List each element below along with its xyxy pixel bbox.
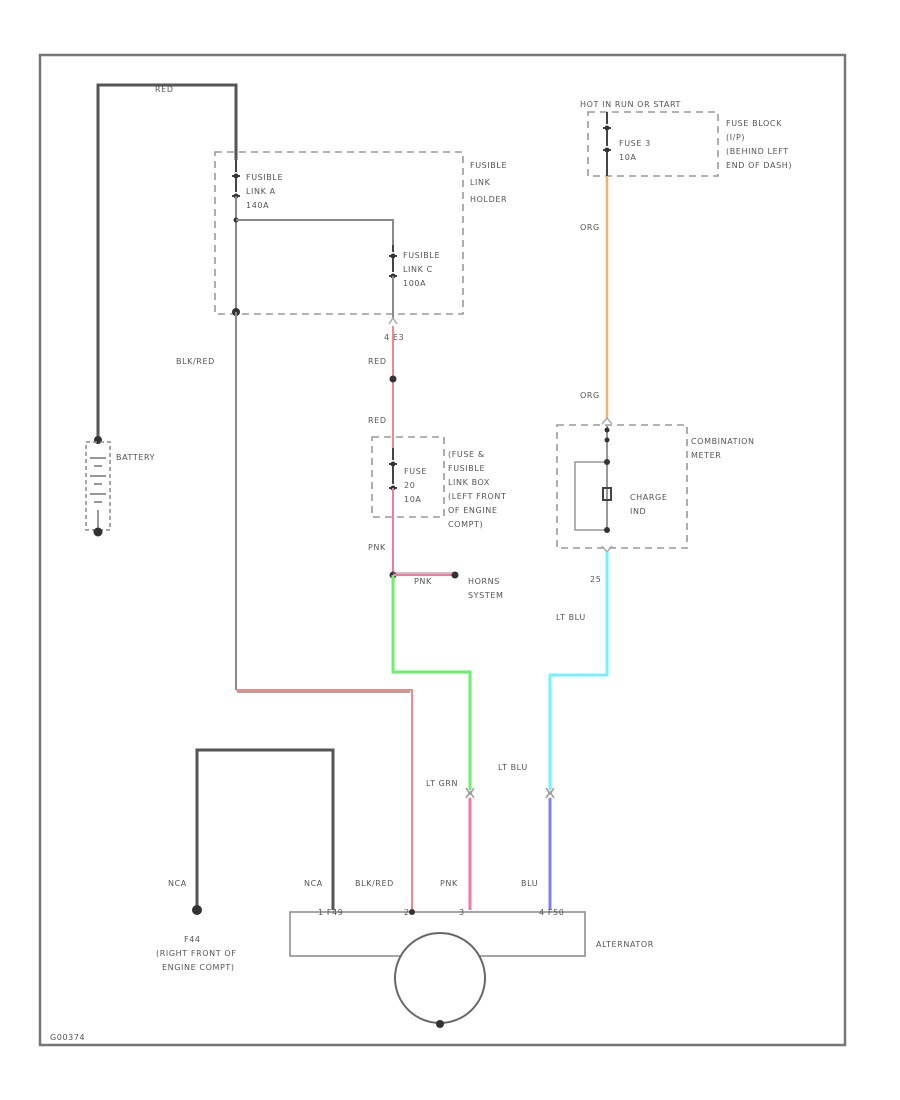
hot-in-run-label: HOT IN RUN OR START [580,100,681,109]
svg-text:10A: 10A [404,495,421,504]
charge-indicator-icon [602,487,612,501]
pnk-bottom-label: PNK [440,879,458,888]
svg-text:HORNS: HORNS [468,577,500,586]
battery-label: BATTERY [116,453,155,462]
fusible-link-holder-label: FUSIBLE LINK HOLDER [470,161,507,204]
fuse-3-label: FUSE 3 10A [619,139,651,162]
alternator-label: ALTERNATOR [596,940,654,949]
svg-text:(FUSE &: (FUSE & [448,450,485,459]
svg-text:SYSTEM: SYSTEM [468,591,504,600]
combination-meter-box [556,424,688,549]
svg-text:20: 20 [404,481,415,490]
connector-e3-label: 4 E3 [384,333,404,342]
svg-text:FUSE BLOCK: FUSE BLOCK [726,119,782,128]
svg-text:END OF DASH): END OF DASH) [726,161,792,170]
diagram-id: G00374 [50,1033,85,1042]
fuse-20-symbol [389,448,397,489]
fuse-3-symbol [603,112,611,176]
fusible-link-holder-box [214,151,464,315]
blu-label: BLU [521,879,538,888]
svg-text:CHARGE: CHARGE [630,493,668,502]
pnk-horiz-label: PNK [414,577,432,586]
svg-text:FUSIBLE: FUSIBLE [470,161,507,170]
red-label-2: RED [368,416,387,425]
fusible-link-a-label: FUSIBLE LINK A 140A [246,173,283,210]
connector-25-label: 25 [590,575,601,584]
fuse-box-description: (FUSE & FUSIBLE LINK BOX (LEFT FRONT OF … [448,450,506,529]
red-top-label: RED [155,85,174,94]
fusible-link-c-label: FUSIBLE LINK C 100A [403,251,440,288]
pin-4-label: 4 F50 [539,908,564,917]
pin-1-label: 1 F49 [318,908,343,917]
svg-text:HOLDER: HOLDER [470,195,507,204]
battery-positive-wire [96,83,238,440]
alternator-ground-dot [436,1020,444,1028]
svg-text:10A: 10A [619,153,636,162]
org-label-2: ORG [580,391,600,400]
org-label-1: ORG [580,223,600,232]
lt-blu-label-2: LT BLU [498,763,528,772]
link-a-to-link-c-wire [236,219,394,245]
svg-text:COMBINATION: COMBINATION [691,437,755,446]
nca-wire [195,748,335,910]
lt-grn-label: LT GRN [426,779,458,788]
lt-grn-wire [391,575,472,790]
charge-indicator-circuit [574,461,607,531]
nca-label-2: NCA [304,879,323,888]
svg-text:(RIGHT FRONT OF: (RIGHT FRONT OF [156,949,236,958]
svg-text:LINK C: LINK C [403,265,433,274]
blk-red-bottom-label: BLK/RED [355,879,394,888]
svg-text:COMPT): COMPT) [448,520,483,529]
fuse-link-box [371,436,445,518]
fuse-block-box [587,111,719,177]
ground-f44-dot [192,905,202,915]
svg-text:FUSIBLE: FUSIBLE [246,173,283,182]
red-label-1: RED [368,357,387,366]
svg-text:LINK A: LINK A [246,187,276,196]
lt-blu-wire [548,552,609,790]
svg-text:F44: F44 [184,935,201,944]
svg-text:FUSE: FUSE [404,467,427,476]
alternator-symbol [394,932,486,1024]
svg-text:FUSIBLE: FUSIBLE [448,464,485,473]
svg-text:ENGINE COMPT): ENGINE COMPT) [162,963,235,972]
svg-text:LINK BOX: LINK BOX [448,478,490,487]
diagram-border [38,53,847,1047]
svg-text:FUSIBLE: FUSIBLE [403,251,440,260]
battery-symbol [85,436,111,537]
svg-text:(I/P): (I/P) [726,133,745,142]
svg-text:OF ENGINE: OF ENGINE [448,506,497,515]
fuse-block-label: FUSE BLOCK (I/P) (BEHIND LEFT END OF DAS… [726,119,792,170]
f44-label: F44 (RIGHT FRONT OF ENGINE COMPT) [156,935,236,972]
svg-text:(LEFT FRONT: (LEFT FRONT [448,492,506,501]
svg-text:IND: IND [630,507,646,516]
svg-text:METER: METER [691,451,721,460]
pin-2-label: 2 [404,908,410,917]
fuse-20-label: FUSE 20 10A [404,467,427,504]
svg-text:LINK: LINK [470,178,491,187]
lt-blu-label-1: LT BLU [556,613,586,622]
horns-system-label: HORNS SYSTEM [468,577,504,600]
combination-meter-label: COMBINATION METER [691,437,755,460]
pnk-vertical-label: PNK [368,543,386,552]
svg-text:100A: 100A [403,279,426,288]
blk-red-wire-red-segment [236,689,413,910]
nca-label-1: NCA [168,879,187,888]
svg-text:140A: 140A [246,201,269,210]
charge-ind-label: CHARGE IND [630,493,668,516]
svg-text:FUSE 3: FUSE 3 [619,139,651,148]
fusible-link-c-symbol [389,245,397,277]
svg-text:(BEHIND LEFT: (BEHIND LEFT [726,147,789,156]
blk-red-left-label: BLK/RED [176,357,215,366]
pin-3-label: 3 [459,908,465,917]
